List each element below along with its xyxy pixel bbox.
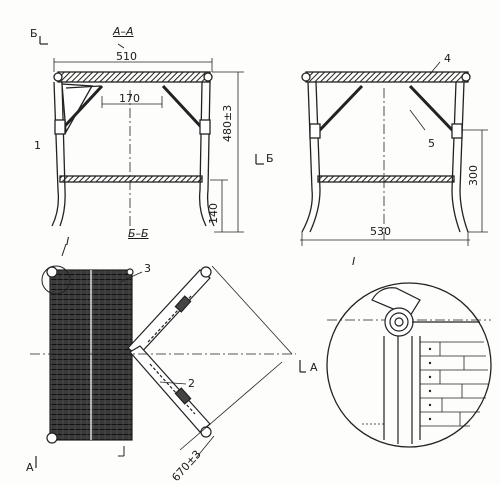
dim-530-label: 530 <box>370 225 391 238</box>
dim-480-label: 480±3 <box>221 104 234 142</box>
callout-4: 4 <box>444 52 451 65</box>
detail-callout-leader <box>61 243 67 257</box>
leader-5 <box>409 109 426 131</box>
side-top-left-joint <box>301 72 311 82</box>
detail-dots <box>428 347 432 421</box>
side-left-leg-outer <box>301 81 313 233</box>
detail-post-mid <box>389 312 409 332</box>
section-b-title: Б–Б <box>128 227 149 240</box>
side-right-leg-outer <box>459 81 469 233</box>
plan-diagonal-upper-inner <box>147 294 193 343</box>
section-mark-b-left: Б <box>30 27 38 40</box>
side-right-leg-inner <box>451 81 461 233</box>
front-top-left-joint <box>53 72 63 82</box>
front-lower-rail <box>59 175 203 183</box>
dim-670-line <box>179 361 283 451</box>
plan-upper-foot <box>200 266 212 278</box>
leader-4 <box>429 61 441 75</box>
section-mark-a-bottom: А <box>26 461 34 474</box>
front-top-right-joint <box>203 72 213 82</box>
detail-callout-label: I <box>66 235 70 248</box>
detail-frame-circle <box>326 282 492 448</box>
front-top-slab <box>57 71 211 83</box>
detail-slats <box>420 341 488 427</box>
side-left-strut <box>316 84 364 134</box>
front-right-leg-outer <box>206 81 215 227</box>
leader-2 <box>159 381 187 385</box>
section-mark-a-right: А <box>310 361 318 374</box>
plan-lower-foot <box>200 426 212 438</box>
detail-title: I <box>352 255 356 268</box>
plan-upper-bracket <box>174 295 192 313</box>
front-view <box>51 71 215 232</box>
front-left-leg-outer <box>51 81 60 227</box>
front-dimensions <box>39 36 264 233</box>
front-left-knee <box>54 119 66 135</box>
plan-diagonal-upper <box>127 269 211 357</box>
side-lower-rail <box>317 175 455 183</box>
section-a-tick <box>117 43 125 49</box>
callout-5: 5 <box>428 137 435 150</box>
side-dimensions <box>300 61 488 246</box>
dim-300-label: 300 <box>467 165 480 186</box>
front-left-strut <box>61 84 104 130</box>
callout-2: 2 <box>188 377 195 390</box>
side-right-strut <box>408 84 456 134</box>
front-right-strut <box>161 84 204 130</box>
dim-170-label: 170 <box>119 92 140 105</box>
front-left-brace-top <box>65 85 101 89</box>
side-top-right-joint <box>461 72 471 82</box>
detail-post-outer <box>384 307 414 337</box>
plan-view <box>30 243 306 468</box>
front-right-leg-inner <box>198 81 207 227</box>
callout-1: 1 <box>34 139 41 152</box>
side-left-knee <box>309 123 321 139</box>
side-view <box>301 71 471 240</box>
side-top-slab <box>305 71 469 83</box>
plan-diagonal-lower <box>129 345 211 433</box>
side-left-leg-inner <box>309 81 321 233</box>
detail-post-inner <box>394 317 404 327</box>
side-right-knee <box>451 123 463 139</box>
callout-3: 3 <box>144 262 151 275</box>
dim-670-ext-top <box>211 265 293 355</box>
front-right-knee <box>199 119 211 135</box>
detail-cap <box>371 287 421 317</box>
dim-510-label: 510 <box>116 50 137 63</box>
detail-view <box>326 282 492 448</box>
detail-callout-circle <box>41 265 71 295</box>
dim-670-ext-bottom <box>195 435 215 459</box>
dim-140-label: 140 <box>207 203 220 224</box>
front-left-leg-inner <box>59 81 66 227</box>
section-mark-b-right: Б <box>266 152 274 165</box>
plan-diagonal-lower-inner <box>149 363 196 415</box>
plan-lower-bracket <box>174 387 192 405</box>
plan-corner-bl <box>46 432 58 444</box>
leader-3 <box>119 271 143 283</box>
section-a-title: А–А <box>113 25 134 38</box>
plan-corner-tr <box>126 268 134 276</box>
